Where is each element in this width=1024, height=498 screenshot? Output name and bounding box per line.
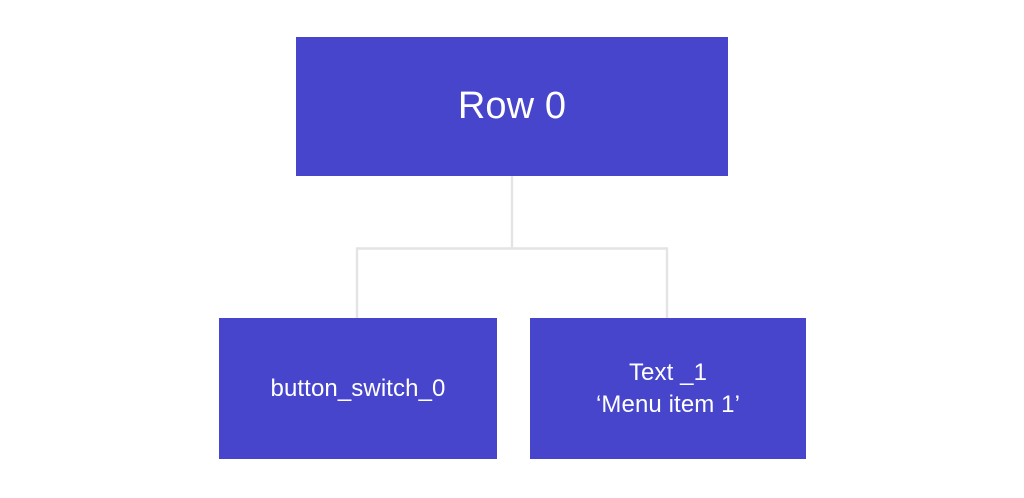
tree-node-text-1-label: Text _1	[628, 359, 708, 387]
tree-node-text-1-value: ‘Menu item 1’	[595, 390, 741, 418]
tree-node-text-1[interactable]: Text _1 ‘Menu item 1’	[530, 318, 806, 459]
tree-node-root-label: Row 0	[457, 84, 567, 127]
tree-node-button-switch-0-label: button_switch_0	[270, 374, 446, 402]
tree-node-root[interactable]: Row 0	[296, 37, 728, 176]
tree-node-button-switch-0[interactable]: button_switch_0	[219, 318, 497, 459]
